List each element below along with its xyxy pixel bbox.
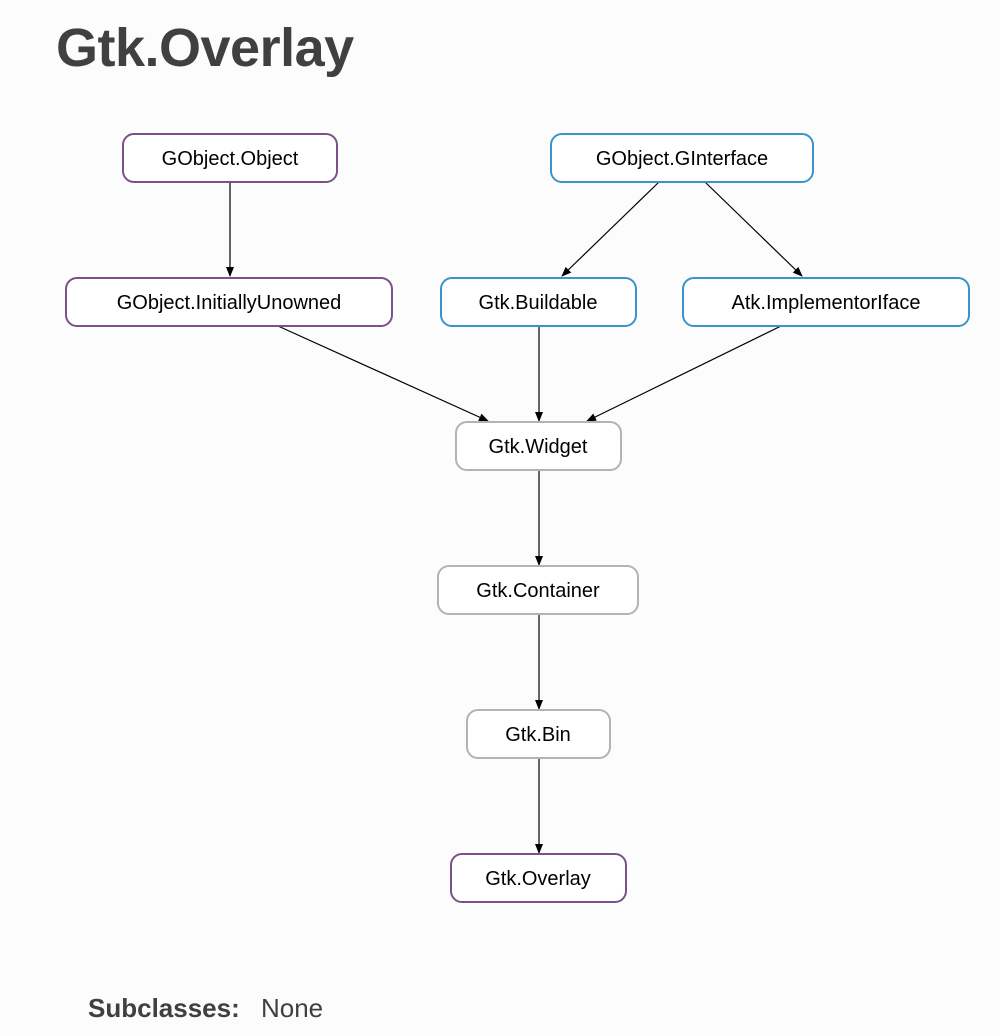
node-atk-implementoriface[interactable]: Atk.ImplementorIface (682, 277, 970, 327)
edges (226, 181, 803, 854)
edge-ginterface-to-implementoriface (704, 181, 803, 277)
node-label: Gtk.Buildable (479, 292, 598, 314)
node-gtk-container[interactable]: Gtk.Container (437, 565, 639, 615)
edge-ginterface-to-buildable (561, 181, 660, 277)
subclasses-value: None (260, 993, 324, 1023)
node-label: Gtk.Bin (505, 724, 571, 746)
class-hierarchy-diagram: GObject.Object GObject.GInterface GObjec… (65, 133, 970, 903)
node-gtk-widget[interactable]: Gtk.Widget (455, 421, 622, 471)
node-label: GObject.InitiallyUnowned (117, 292, 342, 314)
subclasses-label: Subclasses: (88, 993, 240, 1023)
node-label: Atk.ImplementorIface (732, 292, 921, 314)
node-gtk-buildable[interactable]: Gtk.Buildable (440, 277, 637, 327)
node-gobject-ginterface[interactable]: GObject.GInterface (550, 133, 814, 183)
node-label: Gtk.Widget (489, 436, 588, 458)
node-label: GObject.GInterface (596, 148, 768, 170)
node-label: Gtk.Overlay (485, 868, 591, 890)
node-gobject-initiallyunowned[interactable]: GObject.InitiallyUnowned (65, 277, 393, 327)
node-gtk-bin[interactable]: Gtk.Bin (466, 709, 611, 759)
edge-initiallyunowned-to-widget (277, 325, 489, 422)
node-gobject-object[interactable]: GObject.Object (122, 133, 338, 183)
node-label: Gtk.Container (476, 580, 600, 602)
edge-implementoriface-to-widget (586, 325, 782, 422)
subclasses-row: Subclasses: None (88, 990, 323, 1026)
node-label: GObject.Object (162, 148, 299, 170)
node-gtk-overlay[interactable]: Gtk.Overlay (450, 853, 627, 903)
page-title: Gtk.Overlay (56, 18, 354, 78)
